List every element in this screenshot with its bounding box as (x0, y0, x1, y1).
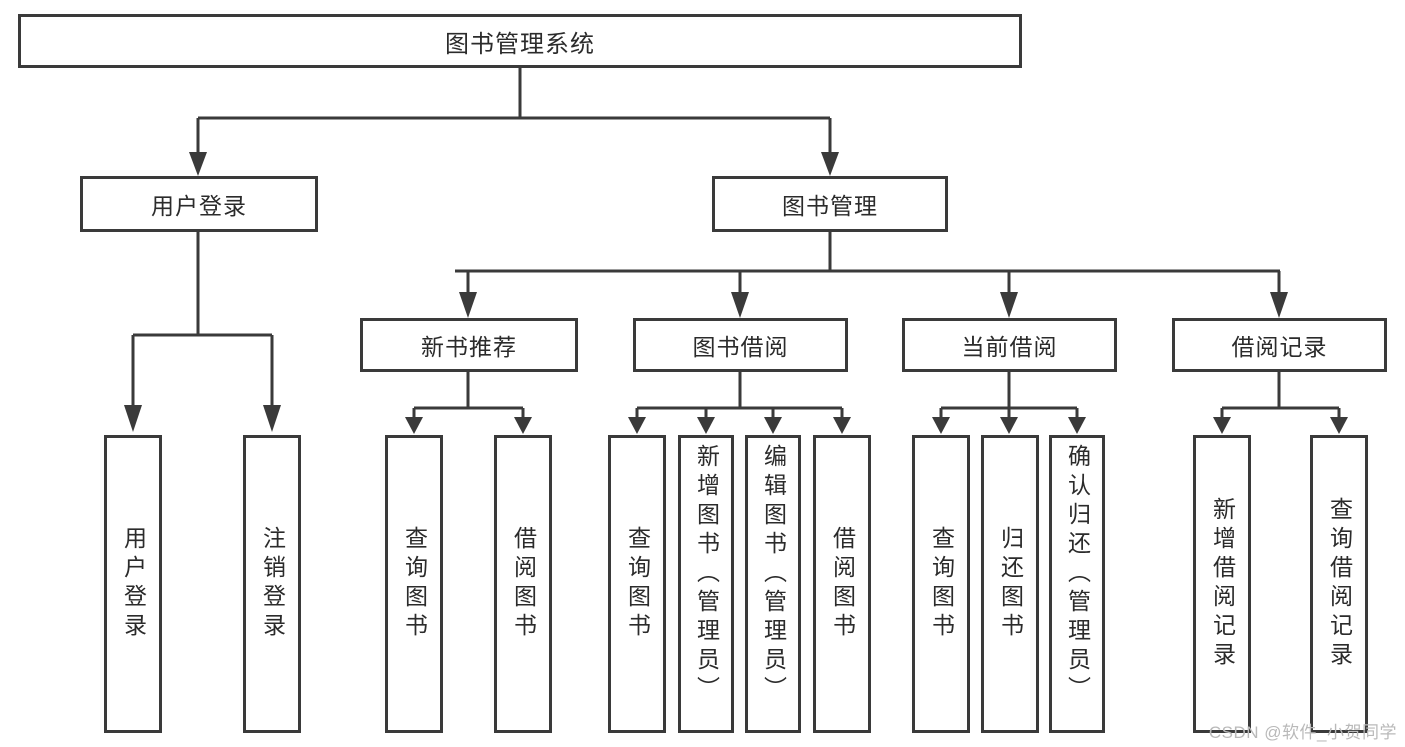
node-user-login[interactable]: 用户登录 (80, 176, 318, 232)
leaf-add-borrow-record[interactable]: 新增借阅记录 (1193, 435, 1251, 733)
leaf-query-borrow-record[interactable]: 查询借阅记录 (1310, 435, 1368, 733)
leaf-borrow-book-borrow[interactable]: 借阅图书 (813, 435, 871, 733)
node-borrow-record[interactable]: 借阅记录 (1172, 318, 1387, 372)
leaf-edit-book-admin[interactable]: 编辑图书（管理员） (745, 435, 801, 733)
leaf-query-book-borrow[interactable]: 查询图书 (608, 435, 666, 733)
leaf-borrow-book-recommend[interactable]: 借阅图书 (494, 435, 552, 733)
node-root-system[interactable]: 图书管理系统 (18, 14, 1022, 68)
leaf-query-book-recommend[interactable]: 查询图书 (385, 435, 443, 733)
node-new-book-recommend[interactable]: 新书推荐 (360, 318, 578, 372)
leaf-user-login[interactable]: 用户登录 (104, 435, 162, 733)
csdn-watermark: CSDN @软件_小贺同学 (1208, 723, 1397, 742)
leaf-logout[interactable]: 注销登录 (243, 435, 301, 733)
node-book-borrow[interactable]: 图书借阅 (633, 318, 848, 372)
node-current-borrow[interactable]: 当前借阅 (902, 318, 1117, 372)
leaf-return-book[interactable]: 归还图书 (981, 435, 1039, 733)
leaf-query-book-current[interactable]: 查询图书 (912, 435, 970, 733)
leaf-add-book-admin[interactable]: 新增图书（管理员） (678, 435, 734, 733)
node-book-management[interactable]: 图书管理 (712, 176, 948, 232)
leaf-confirm-return-admin[interactable]: 确认归还（管理员） (1049, 435, 1105, 733)
